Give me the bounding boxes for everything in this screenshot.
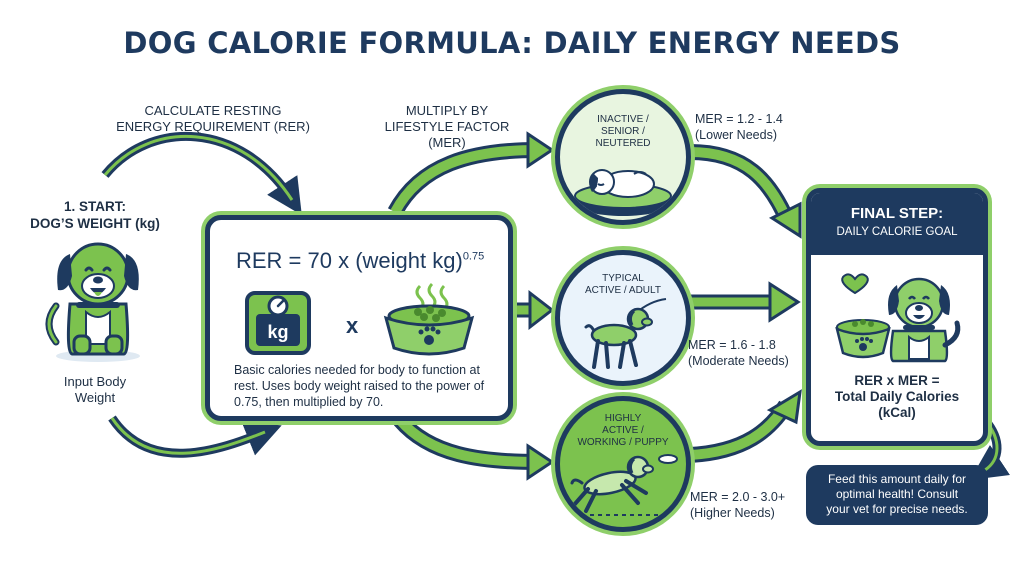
mer-active-need: (Higher Needs) <box>690 506 775 520</box>
lifestyle-active-line1: HIGHLY <box>604 413 642 424</box>
mer-typical: MER = 1.6 - 1.8 (Moderate Needs) <box>688 337 808 369</box>
mer-active: MER = 2.0 - 3.0+ (Higher Needs) <box>690 489 810 521</box>
arrow-rer-to-typical <box>528 289 555 331</box>
sleeping-dog-icon <box>573 169 673 216</box>
lifestyle-typical-label: TYPICAL ACTIVE / ADULT <box>560 273 686 297</box>
final-result-line2: Total Daily Calories <box>834 389 960 404</box>
final-step-subheading: DAILY CALORIE GOAL <box>836 226 958 238</box>
lifestyle-active-label: HIGHLY ACTIVE / WORKING / PUPPY <box>560 413 686 449</box>
final-step-header: FINAL STEP: DAILY CALORIE GOAL <box>811 193 983 255</box>
start-caption-line1: Input Body <box>63 374 127 389</box>
advice-note-line2: optimal health! Consult <box>835 487 959 501</box>
start-heading: 1. START: DOG’S WEIGHT (kg) <box>20 198 170 232</box>
final-result-line3: (kCal) <box>878 405 916 420</box>
rer-formula-box: RER = 70 x (weight kg)0.75 kg x Basic ca… <box>205 215 513 421</box>
food-bowl-icon <box>383 282 475 356</box>
rer-description: Basic calories needed for body to functi… <box>234 363 485 409</box>
final-step-heading: FINAL STEP: <box>850 205 944 222</box>
arrow-start-to-rer-bottom <box>108 415 282 458</box>
mer-typical-value: MER = 1.6 - 1.8 <box>688 338 776 352</box>
lifestyle-typical-line2: ACTIVE / ADULT <box>585 285 661 296</box>
final-result: RER x MER = Total Daily Calories (kCal) <box>811 373 983 421</box>
lifestyle-inactive-circle: INACTIVE / SENIOR / NEUTERED <box>555 89 691 225</box>
lifestyle-active-line3: WORKING / PUPPY <box>577 437 669 448</box>
rer-formula: RER = 70 x (weight kg)0.75 <box>236 248 484 274</box>
start-caption: Input Body Weight <box>20 374 170 406</box>
final-result-line1: RER x MER = <box>854 373 940 388</box>
final-step-box: FINAL STEP: DAILY CALORIE GOAL RER x MER… <box>806 188 988 446</box>
happy-dog-with-bowl-icon <box>835 273 961 363</box>
mer-inactive-value: MER = 1.2 - 1.4 <box>695 112 783 126</box>
rer-formula-text: RER = 70 x (weight kg) <box>236 248 463 273</box>
scale-kg-text: kg <box>267 322 288 342</box>
rer-formula-exponent: 0.75 <box>462 250 485 263</box>
walking-dog-icon <box>584 298 667 369</box>
rer-step-label: CALCULATE RESTING ENERGY REQUIREMENT (RE… <box>108 103 318 135</box>
running-dog-icon <box>570 454 678 516</box>
page-title: DOG CALORIE FORMULA: DAILY ENERGY NEEDS <box>123 26 901 60</box>
arrow-typical-to-final <box>768 281 801 323</box>
mer-inactive: MER = 1.2 - 1.4 (Lower Needs) <box>695 111 805 143</box>
start-caption-line2: Weight <box>74 390 116 405</box>
mer-step-label-line1: MULTIPLY BY <box>405 103 489 118</box>
lifestyle-active-line2: ACTIVE / <box>602 425 644 436</box>
lifestyle-typical-circle: TYPICAL ACTIVE / ADULT <box>555 250 691 386</box>
lifestyle-active-circle: HIGHLY ACTIVE / WORKING / PUPPY <box>555 396 691 532</box>
mer-active-value: MER = 2.0 - 3.0+ <box>690 490 786 504</box>
mer-step-label-line3: (MER) <box>428 135 466 150</box>
advice-note-line1: Feed this amount daily for <box>827 472 967 486</box>
mer-step-label: MULTIPLY BY LIFESTYLE FACTOR (MER) <box>382 103 512 151</box>
lifestyle-inactive-line2: SENIOR / <box>601 126 645 137</box>
heart-icon <box>841 273 869 295</box>
mer-step-label-line2: LIFESTYLE FACTOR <box>384 119 510 134</box>
start-heading-line2: DOG’S WEIGHT (kg) <box>30 216 160 231</box>
lifestyle-inactive-line3: NEUTERED <box>595 138 651 149</box>
scale-icon: kg <box>245 291 311 355</box>
rer-step-label-line2: ENERGY REQUIREMENT (RER) <box>116 119 310 134</box>
mer-typical-need: (Moderate Needs) <box>688 354 789 368</box>
advice-note: Feed this amount daily for optimal healt… <box>806 465 988 525</box>
rer-step-label-line1: CALCULATE RESTING <box>144 103 282 118</box>
start-heading-line1: 1. START: <box>63 199 126 214</box>
mer-inactive-need: (Lower Needs) <box>695 128 777 142</box>
lifestyle-inactive-line1: INACTIVE / <box>597 114 649 125</box>
dog-sitting-icon <box>45 242 140 362</box>
lifestyle-inactive-label: INACTIVE / SENIOR / NEUTERED <box>560 114 686 150</box>
rer-multiply-sign: x <box>346 313 359 338</box>
lifestyle-typical-line1: TYPICAL <box>602 273 644 284</box>
advice-note-line3: your vet for precise needs. <box>826 502 968 516</box>
